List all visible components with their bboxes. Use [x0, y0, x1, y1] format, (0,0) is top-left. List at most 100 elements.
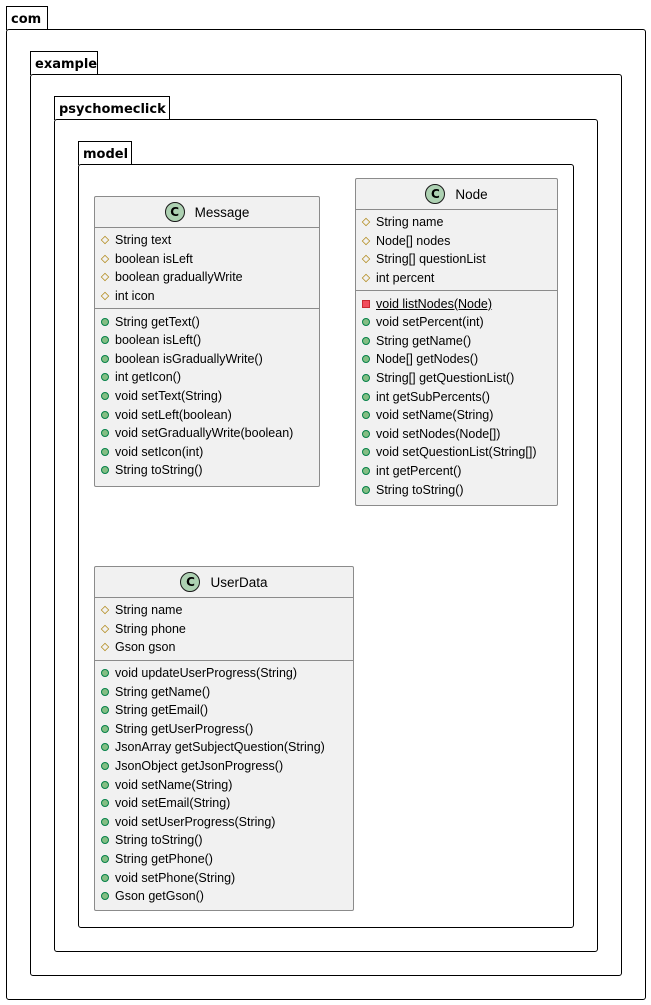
public-circle-icon — [362, 374, 370, 383]
public-circle-icon — [101, 855, 109, 864]
package-label-model: model — [83, 147, 129, 162]
class-c-icon: C — [180, 572, 201, 592]
method-text: Node[] getNodes() — [376, 352, 479, 367]
field-text: String name — [115, 603, 183, 618]
public-circle-icon — [362, 485, 370, 494]
public-circle-icon — [101, 410, 109, 419]
public-circle-icon — [362, 392, 370, 401]
method-row: void setGraduallyWrite(boolean) — [95, 424, 319, 443]
package-tab-example: example — [30, 51, 98, 75]
method-row: void setName(String) — [95, 775, 353, 794]
public-circle-icon — [101, 724, 109, 733]
public-circle-icon — [362, 448, 370, 457]
method-text: void setIcon(int) — [115, 444, 204, 459]
method-row: Gson getGson() — [95, 887, 353, 906]
public-circle-icon — [101, 873, 109, 882]
method-row: String toString() — [356, 480, 557, 499]
field-text: String name — [376, 215, 444, 230]
field-row: int percent — [356, 269, 557, 288]
class-node[interactable]: C Node String name Node[] nodes String[]… — [355, 178, 558, 506]
method-row: boolean isGraduallyWrite() — [95, 350, 319, 369]
class-c-icon: C — [164, 202, 185, 222]
public-circle-icon — [101, 706, 109, 715]
methods-section: String getText() boolean isLeft() boolea… — [95, 308, 319, 482]
protected-diamond-icon — [100, 606, 110, 615]
public-circle-icon — [101, 354, 109, 363]
public-circle-icon — [362, 429, 370, 438]
package-tab-model: model — [78, 141, 132, 165]
methods-section: void listNodes(Node) void setPercent(int… — [356, 290, 557, 502]
protected-diamond-icon — [100, 236, 110, 245]
public-circle-icon — [101, 429, 109, 438]
field-row: String[] questionList — [356, 250, 557, 269]
method-text: String getUserProgress() — [115, 721, 254, 736]
class-userdata[interactable]: C UserData String name String phone Gson… — [94, 566, 354, 911]
method-row: String[] getQuestionList() — [356, 369, 557, 388]
field-row: String text — [95, 231, 319, 250]
package-label-example: example — [35, 57, 98, 72]
field-row: boolean graduallyWrite — [95, 268, 319, 287]
fields-section: String name Node[] nodes String[] questi… — [356, 210, 557, 290]
method-row: JsonArray getSubjectQuestion(String) — [95, 738, 353, 757]
field-row: int icon — [95, 287, 319, 306]
method-row: void setLeft(boolean) — [95, 405, 319, 424]
class-message[interactable]: C Message String text boolean isLeft boo… — [94, 196, 320, 487]
package-label-psychomeclick: psychomeclick — [59, 102, 166, 117]
field-text: int icon — [115, 289, 155, 304]
method-row: void setName(String) — [356, 406, 557, 425]
method-text: String toString() — [115, 463, 203, 478]
method-text: void setName(String) — [376, 408, 494, 423]
method-text: int getPercent() — [376, 464, 462, 479]
method-text: boolean isLeft() — [115, 333, 202, 348]
method-row: int getSubPercents() — [356, 387, 557, 406]
package-tab-psychomeclick: psychomeclick — [54, 96, 170, 120]
field-row: String name — [356, 213, 557, 232]
method-text: String getName() — [376, 333, 472, 348]
class-name: Node — [455, 186, 488, 202]
protected-diamond-icon — [361, 218, 371, 227]
method-row: void setText(String) — [95, 387, 319, 406]
method-text: JsonObject getJsonProgress() — [115, 759, 284, 774]
method-row: String getEmail() — [95, 701, 353, 720]
public-circle-icon — [101, 466, 109, 475]
package-tab-com: com — [6, 6, 48, 30]
method-row: void setNodes(Node[]) — [356, 425, 557, 444]
method-row: String getPhone() — [95, 850, 353, 869]
field-text: Gson gson — [115, 640, 176, 655]
field-row: String name — [95, 601, 353, 620]
method-text: void setPhone(String) — [115, 870, 236, 885]
class-name: UserData — [210, 574, 268, 590]
method-text: String getText() — [115, 314, 200, 329]
private-square-icon — [362, 299, 370, 308]
field-row: Gson gson — [95, 638, 353, 657]
method-text: String getName() — [115, 684, 211, 699]
method-text: void setGraduallyWrite(boolean) — [115, 426, 294, 441]
field-row: boolean isLeft — [95, 250, 319, 269]
method-text: String[] getQuestionList() — [376, 371, 515, 386]
method-text: Gson getGson() — [115, 889, 204, 904]
method-row: void setPercent(int) — [356, 313, 557, 332]
fields-section: String name String phone Gson gson — [95, 598, 353, 660]
public-circle-icon — [101, 836, 109, 845]
field-text: int percent — [376, 271, 435, 286]
fields-section: String text boolean isLeft boolean gradu… — [95, 228, 319, 308]
method-text: int getSubPercents() — [376, 389, 490, 404]
field-text: boolean isLeft — [115, 251, 193, 266]
protected-diamond-icon — [100, 254, 110, 264]
protected-diamond-icon — [100, 624, 110, 634]
method-text: void setUserProgress(String) — [115, 814, 276, 829]
method-text: String toString() — [115, 833, 203, 848]
method-row: JsonObject getJsonProgress() — [95, 757, 353, 776]
method-row: void listNodes(Node) — [356, 294, 557, 313]
protected-diamond-icon — [361, 236, 371, 246]
field-text: String phone — [115, 621, 186, 636]
public-circle-icon — [101, 392, 109, 401]
public-circle-icon — [101, 743, 109, 752]
method-text: String toString() — [376, 482, 464, 497]
method-row: String getName() — [356, 332, 557, 351]
protected-diamond-icon — [100, 291, 110, 301]
method-row: String toString() — [95, 831, 353, 850]
method-row: boolean isLeft() — [95, 331, 319, 350]
package-label-com: com — [11, 12, 42, 27]
class-name: Message — [194, 204, 250, 220]
